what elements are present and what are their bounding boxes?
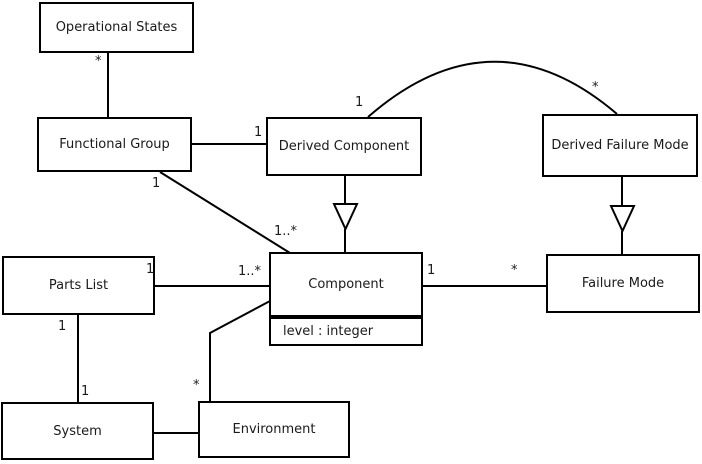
generalization-arrow-icon xyxy=(332,203,359,232)
multiplicity-system-top: 1 xyxy=(81,384,90,399)
class-name-label: System xyxy=(53,423,102,439)
class-name-label: Derived Component xyxy=(278,139,410,154)
class-attribute-label: level : integer xyxy=(283,324,374,339)
class-name-label: Operational States xyxy=(55,20,178,35)
multiplicity-component-right: 1 xyxy=(427,263,436,278)
multiplicity-derived-component-near: 1 xyxy=(254,125,263,140)
class-box-parts-list: Parts List xyxy=(2,256,155,315)
class-name-label: Functional Group xyxy=(59,137,170,152)
class-attributes-component: level : integer xyxy=(269,317,423,346)
class-box-functional-group: Functional Group xyxy=(37,117,192,172)
multiplicity-operational-states: * xyxy=(95,54,102,69)
multiplicity-component-left: 1..* xyxy=(238,264,262,279)
edge-component-environment xyxy=(209,300,271,402)
edge-derived-component-derived-failure-mode-arc xyxy=(367,60,618,118)
class-name-label: Component xyxy=(308,277,384,292)
class-box-derived-component: Derived Component xyxy=(266,117,422,176)
class-box-system: System xyxy=(1,402,154,460)
edge-functional-group-component xyxy=(159,171,291,254)
generalization-arrow-icon xyxy=(609,205,636,234)
multiplicity-arc-derived-failure-mode: * xyxy=(592,80,599,95)
multiplicity-component-diagonal: 1..* xyxy=(274,224,298,239)
class-name-label: Derived Failure Mode xyxy=(551,138,689,153)
multiplicity-parts-list-bottom: 1 xyxy=(58,319,67,334)
class-box-failure-mode: Failure Mode xyxy=(546,254,700,313)
class-box-environment: Environment xyxy=(198,401,350,458)
class-name-label: Environment xyxy=(232,422,316,437)
class-box-operational-states: Operational States xyxy=(39,2,194,53)
class-box-component: Component xyxy=(269,252,423,317)
class-name-label: Failure Mode xyxy=(581,276,665,291)
class-box-derived-failure-mode: Derived Failure Mode xyxy=(542,114,698,177)
multiplicity-functional-group-near: 1 xyxy=(152,176,161,191)
class-name-label: Parts List xyxy=(48,278,109,293)
multiplicity-parts-list-near: 1 xyxy=(146,262,155,277)
multiplicity-arc-derived-component: 1 xyxy=(355,95,364,110)
multiplicity-failure-mode-near: * xyxy=(511,263,518,278)
multiplicity-environment-top: * xyxy=(193,378,200,393)
